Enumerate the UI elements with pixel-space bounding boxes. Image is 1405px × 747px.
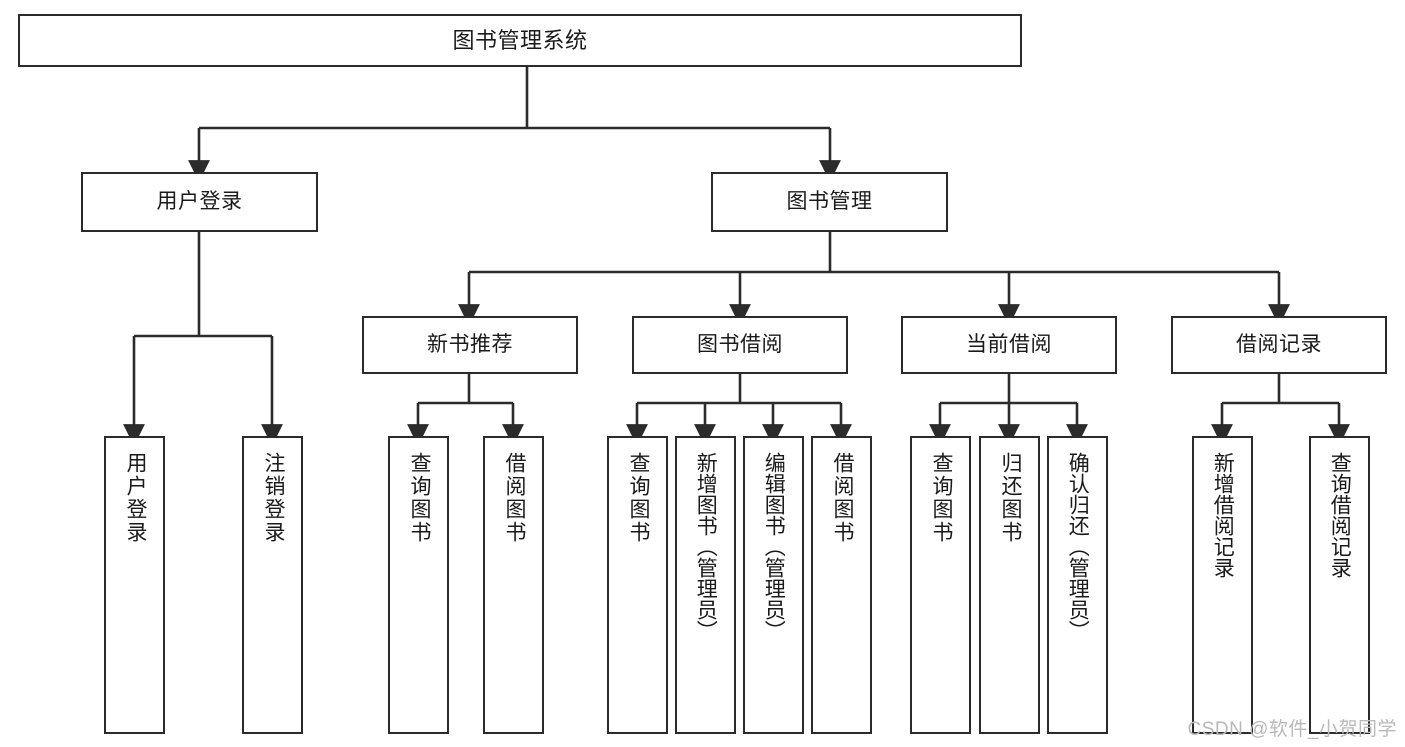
leaf-label: 注销登录 xyxy=(261,452,285,544)
node-root-book-management-system[interactable]: 图书管理系统 xyxy=(18,14,1022,67)
node-label: 用户登录 xyxy=(156,189,243,213)
leaf-label: 查询图书 xyxy=(407,452,431,544)
leaf-label: 确认归还（管理员） xyxy=(1066,452,1090,641)
leaf-book-borrow-query-book[interactable]: 查询图书 xyxy=(607,436,668,734)
leaf-book-borrow-add-book-admin[interactable]: 新增图书（管理员） xyxy=(675,436,736,734)
node-label: 图书管理 xyxy=(786,189,873,213)
leaf-user-login-login[interactable]: 用户登录 xyxy=(104,436,165,734)
leaf-book-borrow-edit-book-admin[interactable]: 编辑图书（管理员） xyxy=(743,436,804,734)
csdn-watermark: CSDN @软件_小贺同学 xyxy=(1187,719,1397,740)
leaf-label: 归还图书 xyxy=(998,452,1022,544)
leaf-label: 查询图书 xyxy=(626,452,650,544)
node-book-borrow[interactable]: 图书借阅 xyxy=(632,316,848,374)
node-label: 新书推荐 xyxy=(427,332,513,356)
leaf-label: 编辑图书（管理员） xyxy=(762,452,786,641)
node-borrow-record[interactable]: 借阅记录 xyxy=(1171,316,1387,374)
leaf-label: 借阅图书 xyxy=(502,452,526,544)
leaf-new-book-borrow-book[interactable]: 借阅图书 xyxy=(483,436,544,734)
node-user-login[interactable]: 用户登录 xyxy=(81,172,318,232)
node-label: 当前借阅 xyxy=(966,332,1052,356)
leaf-new-book-query-book[interactable]: 查询图书 xyxy=(388,436,449,734)
leaf-user-login-logout[interactable]: 注销登录 xyxy=(242,436,303,734)
leaf-label: 用户登录 xyxy=(123,452,147,544)
leaf-book-borrow-borrow-book[interactable]: 借阅图书 xyxy=(811,436,872,734)
node-current-borrow[interactable]: 当前借阅 xyxy=(901,316,1117,374)
leaf-label: 查询图书 xyxy=(929,452,953,544)
leaf-label: 新增图书（管理员） xyxy=(694,452,718,641)
leaf-borrow-record-add-record[interactable]: 新增借阅记录 xyxy=(1192,436,1253,734)
leaf-current-borrow-return-book[interactable]: 归还图书 xyxy=(979,436,1040,734)
leaf-label: 查询借阅记录 xyxy=(1328,452,1352,578)
leaf-current-borrow-confirm-return-admin[interactable]: 确认归还（管理员） xyxy=(1047,436,1108,734)
node-label: 借阅记录 xyxy=(1236,332,1322,356)
node-book-management[interactable]: 图书管理 xyxy=(711,172,948,232)
leaf-label: 借阅图书 xyxy=(830,452,854,544)
node-new-book-recommend[interactable]: 新书推荐 xyxy=(362,316,578,374)
node-label: 图书管理系统 xyxy=(452,27,588,53)
leaf-current-borrow-query-book[interactable]: 查询图书 xyxy=(910,436,971,734)
leaf-borrow-record-query-record[interactable]: 查询借阅记录 xyxy=(1309,436,1370,734)
node-label: 图书借阅 xyxy=(697,332,783,356)
leaf-label: 新增借阅记录 xyxy=(1211,452,1235,578)
